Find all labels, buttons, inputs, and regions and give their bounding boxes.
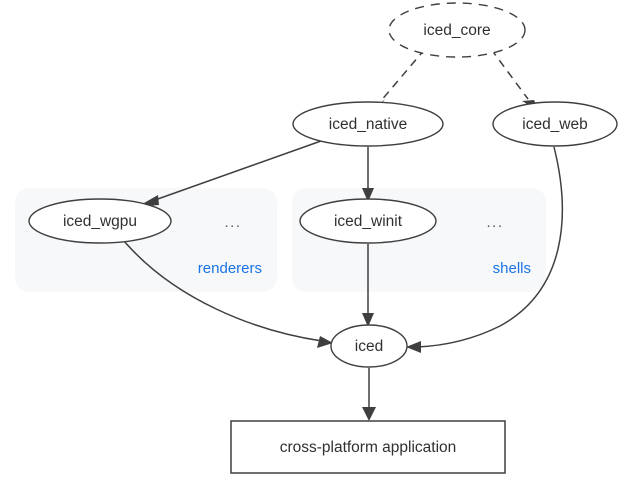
edge-iced-to-application-arrowhead: [362, 407, 376, 421]
group-shells-label: shells: [493, 260, 531, 277]
node-iced-web-label: iced_web: [522, 116, 588, 133]
node-iced-native-shape[interactable]: [292, 101, 444, 147]
node-cross-platform-application-label: cross-platform application: [280, 439, 457, 456]
node-iced[interactable]: iced: [330, 324, 408, 368]
node-iced-wgpu-shape[interactable]: [28, 198, 172, 244]
node-iced-web[interactable]: iced_web: [492, 101, 618, 147]
edge-core-to-native-line: [379, 48, 426, 103]
node-iced-shape[interactable]: [330, 324, 408, 368]
node-iced-wgpu[interactable]: iced_wgpu: [28, 198, 172, 244]
node-iced-core[interactable]: iced_core: [388, 2, 526, 58]
edge-web-to-iced-arrowhead: [406, 341, 421, 353]
node-iced-native-label: iced_native: [329, 116, 407, 133]
node-iced-winit[interactable]: iced_winit: [299, 198, 437, 244]
edge-wgpu-to-iced-arrowhead: [317, 336, 333, 348]
group-shells-ellipsis: ...: [486, 214, 503, 231]
node-cross-platform-application-shape[interactable]: [230, 420, 506, 474]
node-iced-wgpu-label: iced_wgpu: [63, 213, 137, 230]
edge-wgpu-to-iced-line: [123, 240, 323, 342]
edge-core-to-web-line: [490, 48, 529, 100]
node-iced-winit-shape[interactable]: [299, 198, 437, 244]
edge-web-to-iced-line: [416, 146, 563, 348]
node-iced-winit-label: iced_winit: [334, 213, 403, 230]
edge-native-to-winit-arrowhead: [362, 188, 374, 202]
group-renderers-label: renderers: [198, 260, 262, 277]
edge-core-to-web: [490, 48, 539, 111]
node-iced-core-shape[interactable]: [388, 2, 526, 58]
edge-winit-to-iced: [362, 244, 374, 327]
edge-native-to-wgpu-line: [154, 140, 322, 201]
edge-wgpu-to-iced: [123, 240, 333, 348]
node-cross-platform-application[interactable]: cross-platform application: [230, 420, 506, 474]
edge-web-to-iced: [406, 146, 563, 353]
edge-iced-to-application: [362, 368, 376, 421]
node-iced-core-label: iced_core: [423, 22, 490, 39]
node-iced-web-shape[interactable]: [492, 101, 618, 147]
edge-winit-to-iced-arrowhead: [362, 313, 374, 327]
edge-native-to-winit: [362, 147, 374, 202]
node-iced-native[interactable]: iced_native: [292, 101, 444, 147]
node-iced-label: iced: [355, 338, 383, 355]
group-renderers-ellipsis: ...: [224, 214, 241, 231]
